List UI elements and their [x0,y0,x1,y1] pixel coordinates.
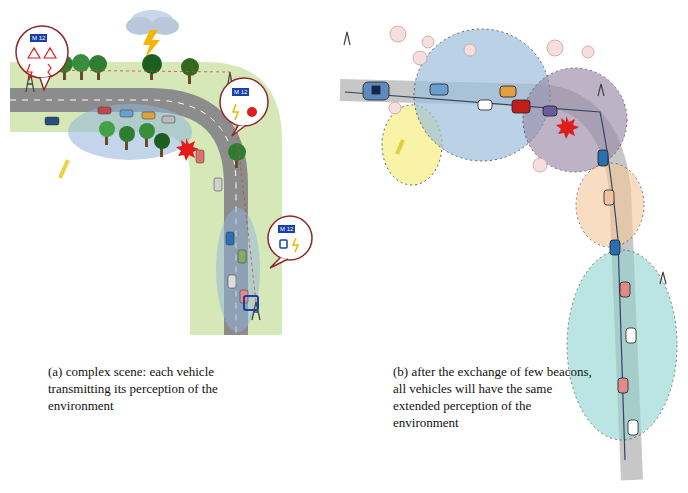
road-sign: M 12 [30,34,47,42]
road-sign: M 12 [278,225,295,233]
figure-caption: (a) complex scene: each vehicle transmit… [48,363,263,414]
figure-caption: (b) after the exchange of few beacons, a… [393,363,598,431]
road-sign: M 12 [232,88,249,96]
